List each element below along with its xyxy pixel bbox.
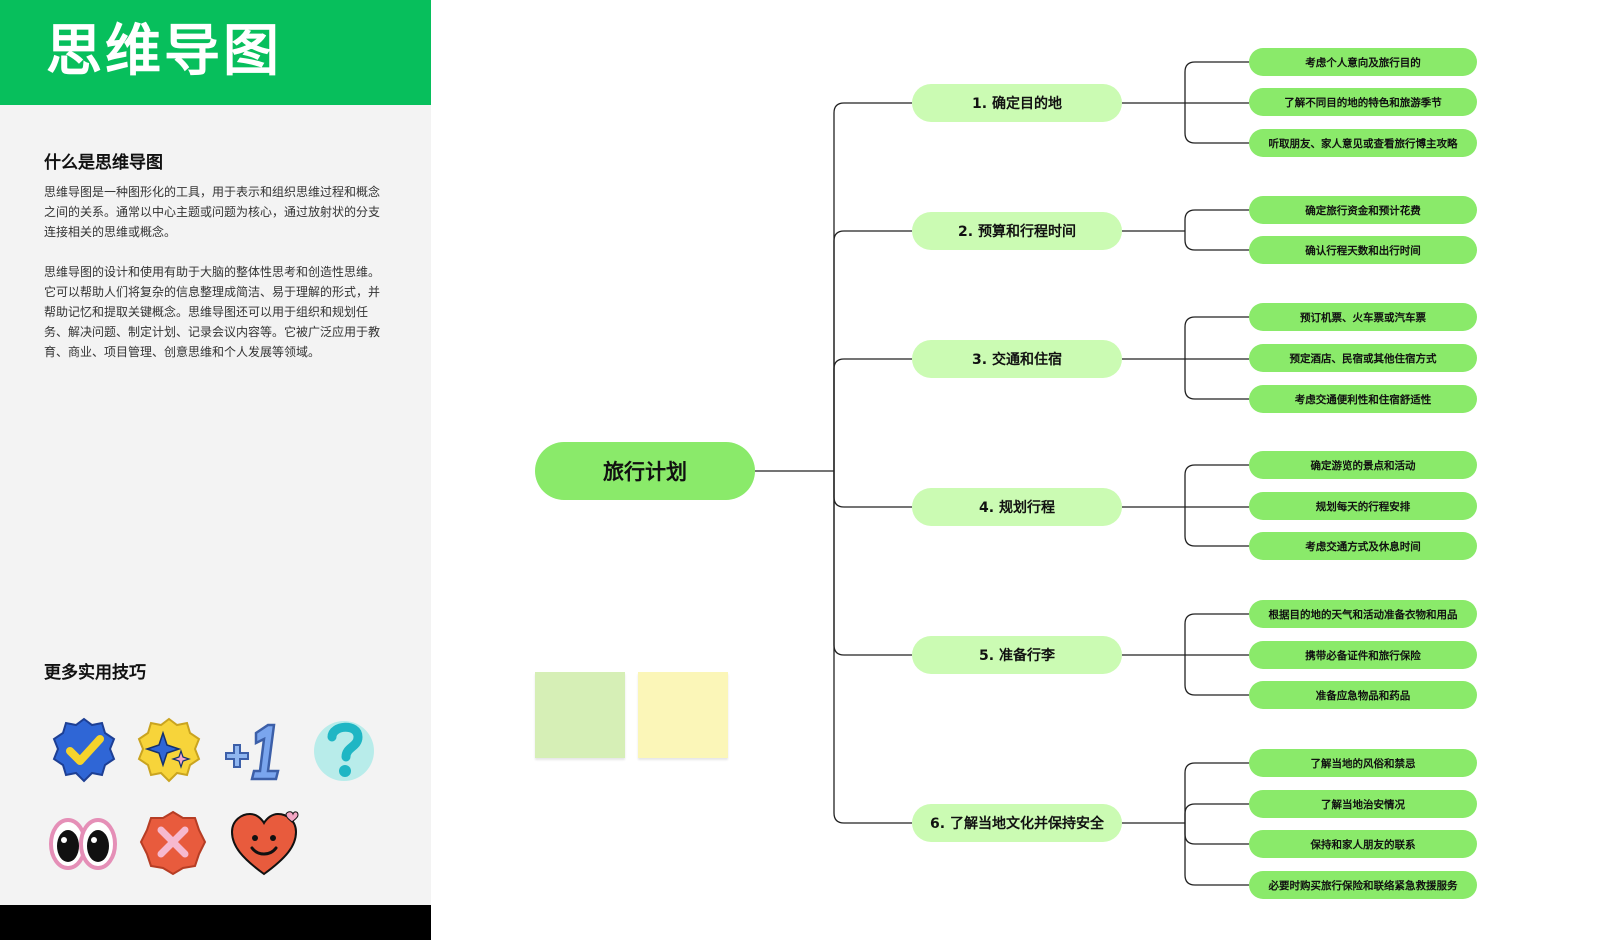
eyes-icon[interactable] xyxy=(46,808,118,880)
leaf-node[interactable]: 考虑交通便利性和住宿舒适性 xyxy=(1249,385,1477,413)
branch-connector-3 xyxy=(833,358,912,471)
leaf-connector xyxy=(1184,613,1249,655)
leaf-node[interactable]: 确定旅行资金和预计花费 xyxy=(1249,196,1477,224)
page-title: 思维导图 xyxy=(46,19,282,84)
plus-one-icon[interactable] xyxy=(216,715,288,787)
leaf-node[interactable]: 了解当地治安情况 xyxy=(1249,790,1477,818)
branch-node-6[interactable]: 6. 了解当地文化并保持安全 xyxy=(912,804,1122,842)
leaf-node[interactable]: 预定酒店、民宿或其他住宿方式 xyxy=(1249,344,1477,372)
leaf-node[interactable]: 了解当地的风俗和禁忌 xyxy=(1249,749,1477,777)
left-panel: 思维导图 什么是思维导图 思维导图是一种图形化的工具，用于表示和组织思维过程和概… xyxy=(0,0,431,940)
description-paragraph-2: 思维导图的设计和使用有助于大脑的整体性思考和创造性思维。它可以帮助人们将复杂的信… xyxy=(44,265,381,359)
leaf-connector xyxy=(1184,803,1249,823)
leaf-connector xyxy=(1184,231,1249,251)
leaf-connector xyxy=(1184,464,1249,507)
leaf-node[interactable]: 必要时购买旅行保险和联络紧急救援服务 xyxy=(1249,871,1477,899)
sticky-note-green[interactable] xyxy=(535,672,625,758)
leaf-node[interactable]: 规划每天的行程安排 xyxy=(1249,492,1477,520)
smiling-heart-icon[interactable] xyxy=(228,808,300,880)
leaf-connector xyxy=(1184,655,1249,696)
description-paragraph-1: 思维导图是一种图形化的工具，用于表示和组织思维过程和概念之间的关系。通常以中心主… xyxy=(44,185,381,239)
leaf-node[interactable]: 听取朋友、家人意见或查看旅行博主攻略 xyxy=(1249,129,1477,157)
leaf-node[interactable]: 携带必备证件和旅行保险 xyxy=(1249,641,1477,669)
leaf-node[interactable]: 准备应急物品和药品 xyxy=(1249,681,1477,709)
leaf-connector xyxy=(1184,823,1249,845)
bottom-bar xyxy=(0,905,431,940)
leaf-connector xyxy=(1184,507,1249,547)
branch-connector-6 xyxy=(833,471,912,824)
leaf-node[interactable]: 考虑个人意向及旅行目的 xyxy=(1249,48,1477,76)
sticky-note-yellow[interactable] xyxy=(638,672,728,758)
question-mark-icon[interactable] xyxy=(308,713,380,785)
check-badge-icon[interactable] xyxy=(48,715,120,787)
branch-node-5[interactable]: 5. 准备行李 xyxy=(912,636,1122,674)
leaf-connector xyxy=(1184,762,1249,823)
title-banner: 思维导图 xyxy=(0,0,431,105)
root-node[interactable]: 旅行计划 xyxy=(535,442,755,500)
branch-connector-2 xyxy=(833,230,912,471)
leaf-node[interactable]: 预订机票、火车票或汽车票 xyxy=(1249,303,1477,331)
more-tips-heading: 更多实用技巧 xyxy=(44,663,146,683)
leaf-node[interactable]: 确认行程天数和出行时间 xyxy=(1249,236,1477,264)
branch-connector-4 xyxy=(833,471,912,508)
cross-badge-icon[interactable] xyxy=(137,808,209,880)
what-is-mindmap-heading: 什么是思维导图 xyxy=(44,153,163,173)
leaf-connector xyxy=(1184,61,1249,103)
branch-node-3[interactable]: 3. 交通和住宿 xyxy=(912,340,1122,378)
branch-connector-1 xyxy=(833,102,912,471)
leaf-node[interactable]: 根据目的地的天气和活动准备衣物和用品 xyxy=(1249,600,1477,628)
leaf-connector xyxy=(1184,359,1249,400)
leaf-connector xyxy=(1184,209,1249,231)
leaf-node[interactable]: 考虑交通方式及休息时间 xyxy=(1249,532,1477,560)
leaf-connector xyxy=(1184,316,1249,359)
leaf-connector xyxy=(1184,103,1249,144)
branch-node-1[interactable]: 1. 确定目的地 xyxy=(912,84,1122,122)
sparkle-badge-icon[interactable] xyxy=(133,715,205,787)
branch-node-4[interactable]: 4. 规划行程 xyxy=(912,488,1122,526)
branch-connector-5 xyxy=(833,471,912,656)
leaf-node[interactable]: 保持和家人朋友的联系 xyxy=(1249,830,1477,858)
leaf-node[interactable]: 确定游览的景点和活动 xyxy=(1249,451,1477,479)
branch-node-2[interactable]: 2. 预算和行程时间 xyxy=(912,212,1122,250)
leaf-node[interactable]: 了解不同目的地的特色和旅游季节 xyxy=(1249,88,1477,116)
leaf-connector xyxy=(1184,823,1249,886)
